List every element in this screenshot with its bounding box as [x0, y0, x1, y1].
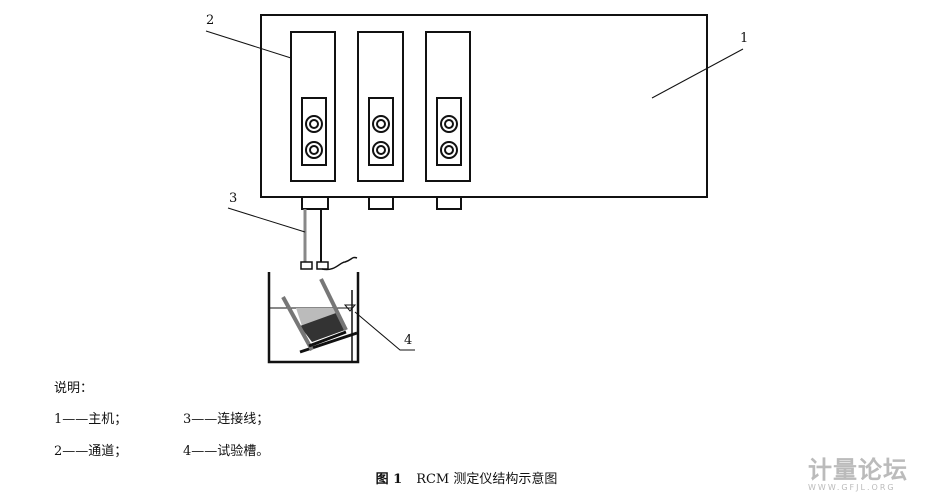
- legend-item-1: 1——主机；: [54, 412, 128, 427]
- legend-item-4: 4——试验槽。: [183, 444, 270, 459]
- channel-2: [357, 31, 404, 182]
- connectors: [301, 196, 462, 210]
- legend-title: 说明：: [54, 381, 94, 396]
- leader-lines: [205, 30, 744, 351]
- main-unit: [260, 14, 708, 198]
- figure-title: RCM 测定仪结构示意图: [416, 472, 558, 487]
- label-3: 3: [229, 191, 238, 206]
- channel-3: [425, 31, 471, 182]
- channel-1: [290, 31, 336, 182]
- legend-item-2: 2——通道；: [54, 444, 128, 459]
- label-1: 1: [740, 31, 749, 46]
- figure-caption: 图 1 RCM 测定仪结构示意图: [0, 468, 933, 487]
- watermark-title: 计量论坛: [808, 456, 908, 484]
- test-tank: [267, 272, 360, 364]
- connecting-cable: [300, 209, 358, 271]
- watermark-url: WWW.GFJL.ORG: [808, 483, 896, 492]
- watermark: 计量论坛 WWW.GFJL.ORG: [808, 450, 908, 492]
- label-4: 4: [404, 333, 413, 348]
- legend-item-3: 3——连接线；: [183, 412, 270, 427]
- label-2: 2: [206, 13, 215, 28]
- figure-number: 图 1: [375, 472, 403, 487]
